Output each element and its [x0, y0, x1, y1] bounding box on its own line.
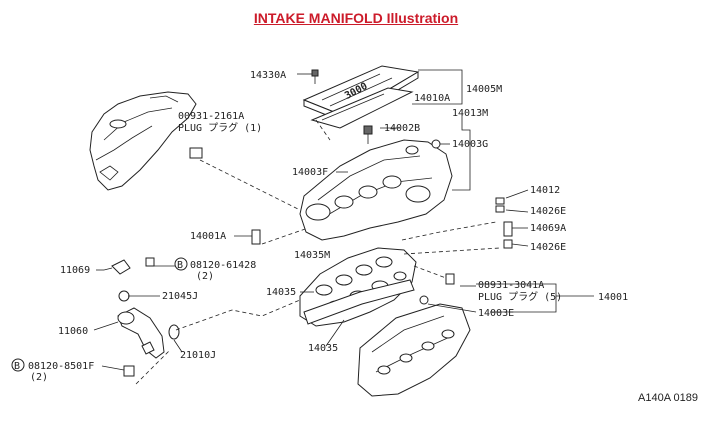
- label-08120-61428-qty: (2): [196, 271, 214, 282]
- label-14001A: 14001A: [190, 231, 226, 242]
- label-21045J: 21045J: [162, 291, 198, 302]
- label-14003F: 14003F: [292, 167, 328, 178]
- assembly-dash-lines: [135, 119, 501, 385]
- label-08120-8501F: 08120-8501F: [28, 361, 94, 372]
- label-14035-a: 14035: [266, 287, 296, 298]
- upper-collector: [299, 139, 453, 241]
- cover-gasket: [310, 87, 414, 129]
- bolt-marker-1: [174, 257, 188, 271]
- label-08120-8501F-qty: (2): [30, 372, 48, 383]
- label-plug-1: PLUG プラグ (1): [178, 121, 262, 134]
- label-21010J: 21010J: [180, 350, 216, 361]
- label-11069: 11069: [60, 265, 90, 276]
- label-00931-2161A: 00931-2161A: [178, 111, 244, 122]
- label-14002B: 14002B: [384, 123, 420, 134]
- sensor-11069: [103, 259, 131, 302]
- label-plug-5: PLUG プラグ (5): [478, 290, 562, 303]
- label-14001: 14001: [598, 292, 628, 303]
- label-11060: 11060: [58, 326, 88, 337]
- label-14330A: 14330A: [250, 70, 286, 81]
- bolt-marker-1-letter: B: [177, 260, 183, 271]
- label-14026E-b: 14026E: [530, 242, 566, 253]
- label-14003G: 14003G: [452, 139, 488, 150]
- label-08931-3041A: 08931-3041A: [478, 280, 544, 291]
- engine-block-outline: [89, 91, 197, 191]
- label-14035-b: 14035: [308, 343, 338, 354]
- bolt-marker-2-letter: B: [14, 361, 20, 372]
- label-14013M: 14013M: [452, 108, 488, 119]
- water-outlet: [117, 307, 180, 359]
- label-08120-61428: 08120-61428: [190, 260, 256, 271]
- label-14026E-a: 14026E: [530, 206, 566, 217]
- label-14035M: 14035M: [294, 250, 330, 261]
- cylinder-head: [357, 303, 471, 397]
- bolt-marker-2: [11, 358, 25, 372]
- label-14003E: 14003E: [478, 308, 514, 319]
- label-14005M: 14005M: [466, 84, 502, 95]
- page-title: INTAKE MANIFOLD Illustration: [253, 10, 459, 26]
- manifold-gasket: [303, 279, 415, 325]
- label-14010A: 14010A: [414, 93, 450, 104]
- leader-lines: [93, 69, 594, 371]
- label-14012: 14012: [530, 185, 560, 196]
- label-14069A: 14069A: [530, 223, 566, 234]
- reference-code: A140A 0189: [638, 392, 698, 404]
